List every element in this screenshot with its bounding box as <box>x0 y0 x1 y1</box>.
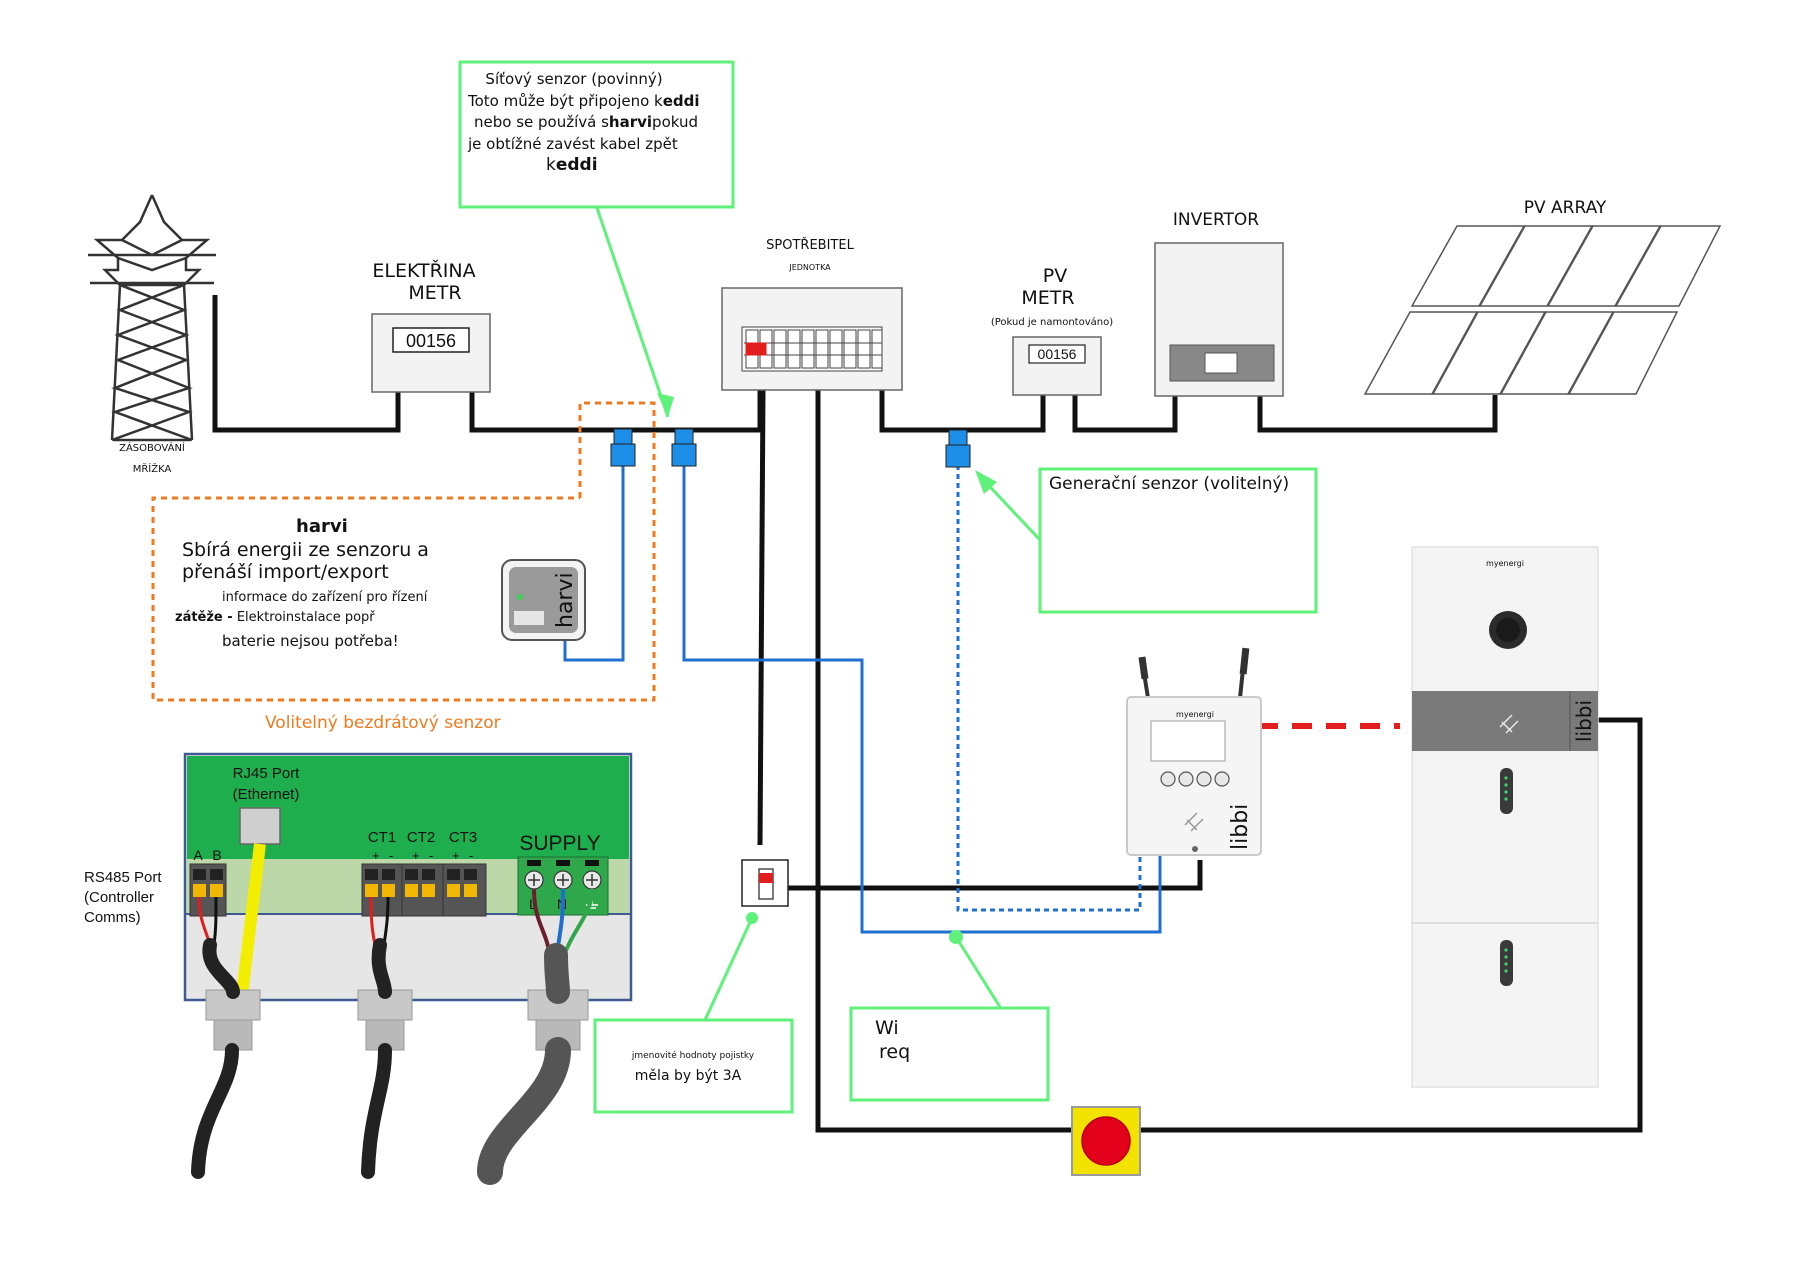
harvi-line5: baterie nejsou potřeba! <box>222 632 399 650</box>
harvi-caption: Volitelný bezdrátový senzor <box>265 713 501 733</box>
rs485-label: RS485 Port <box>84 869 162 886</box>
inverter-title: INVERTOR <box>1173 210 1259 230</box>
inverter-display <box>1204 352 1238 374</box>
ct3-minus: - <box>469 848 473 863</box>
harvi-ct-sensor <box>610 428 636 467</box>
grid-sensor-line4: je obtížné zavést kabel zpět <box>467 135 678 153</box>
rs485-b-label: B <box>212 847 221 863</box>
harvi-dashed-region <box>151 401 656 702</box>
sensor-wiring <box>563 462 1162 934</box>
main-cable <box>212 295 1643 1133</box>
pv-meter-reading: 00156 <box>1038 346 1077 362</box>
ct3-label: CT3 <box>449 829 477 846</box>
ct2-label: CT2 <box>407 829 435 846</box>
grid-ct-sensor <box>671 428 697 467</box>
fuse-callout: jmenovité hodnoty pojistky měla by být 3… <box>593 912 794 1114</box>
wifi-note-line2: req <box>879 1041 910 1063</box>
grid-sensor-line1: Síťový senzor (povinný) <box>485 70 662 88</box>
rj45-label-2: (Ethernet) <box>233 786 300 803</box>
ct1-label: CT1 <box>368 829 396 846</box>
emergency-stop-button <box>1071 1106 1141 1176</box>
supply-label: SUPPLY <box>519 832 600 855</box>
electricity-meter-title-2: METR <box>408 282 461 304</box>
harvi-line4: zátěže - Elektroinstalace popř <box>175 610 375 625</box>
grid-sensor-line2: Toto může být připojeno keddi <box>467 92 700 110</box>
hub-logo-icon <box>1184 812 1204 832</box>
fuse-note-line2: měla by být 3A <box>635 1068 742 1084</box>
hub-brand: myenergi <box>1176 710 1214 719</box>
harvi-device-label: harvi <box>553 572 578 628</box>
ct3-plus: + <box>452 848 460 863</box>
harvi-device: harvi <box>501 559 586 641</box>
harvi-line1: Sbírá energii ze senzoru a <box>182 539 429 561</box>
grid-sensor-line5: keddi <box>546 155 598 175</box>
generation-sensor-callout: Generační senzor (volitelný) <box>975 467 1318 614</box>
electricity-meter-reading: 00156 <box>406 331 456 351</box>
battery-name: libbi <box>1572 700 1596 742</box>
controller-cables <box>191 938 571 1185</box>
generation-ct-sensor <box>945 429 971 468</box>
harvi-line3: informace do zařízení pro řízení <box>222 590 428 605</box>
ct1-plus: + <box>372 848 380 863</box>
grid-supply-label-2: MŘÍŽKA <box>133 462 172 475</box>
battery-brand: myenergi <box>1486 559 1524 568</box>
wifi-callout: Wi req <box>849 930 1050 1102</box>
consumer-unit-breakers <box>741 326 883 372</box>
electricity-meter-title: ELEKTŘINA <box>372 259 475 282</box>
cable-glands <box>205 989 589 1051</box>
pv-meter-display <box>1028 344 1086 364</box>
rs485-a-label: A <box>193 847 203 863</box>
consumer-unit-title: SPOTŘEBITEL <box>766 237 854 253</box>
pv-array <box>1363 225 1722 395</box>
consumer-unit-title-2: JEDNOTKA <box>788 263 831 272</box>
battery-logo-icon <box>1499 714 1519 734</box>
electricity-meter <box>371 313 491 393</box>
harvi-line2: přenáší import/export <box>182 561 389 583</box>
pv-array-title: PV ARRAY <box>1524 198 1607 218</box>
pv-meter-title: PV <box>1043 265 1067 287</box>
libbi-hub: myenergi libbi <box>1126 647 1262 856</box>
electricity-meter-display <box>392 327 470 353</box>
ct2-minus: - <box>429 848 433 863</box>
hub-name: libbi <box>1228 804 1253 850</box>
wifi-note-line1: Wi <box>875 1017 899 1039</box>
generation-sensor-wiring <box>956 465 1142 912</box>
grid-sensor-line3: nebo se používá sharvipokud <box>474 113 698 131</box>
pylon-icon <box>88 194 216 442</box>
generation-sensor-text: Generační senzor (volitelný) <box>1049 474 1289 494</box>
ct1-minus: - <box>389 848 393 863</box>
ct2-plus: + <box>412 848 420 863</box>
rs485-label-3: Comms) <box>84 909 141 926</box>
grid-supply-label: ZÁSOBOVÁNÍ <box>119 441 185 454</box>
harvi-title: harvi <box>296 516 348 537</box>
terminal-board: RJ45 Port (Ethernet) A B RS485 Port (Con… <box>84 752 633 1002</box>
rs485-label-2: (Controller <box>84 889 154 906</box>
rj45-label: RJ45 Port <box>233 765 301 782</box>
pv-meter-title-2: METR <box>1021 287 1074 309</box>
grid-sensor-callout: Síťový senzor (povinný) Toto může být př… <box>458 60 735 418</box>
libbi-battery: myenergi libbi <box>1411 546 1599 1088</box>
pv-meter-note: (Pokud je namontováno) <box>991 316 1113 328</box>
rj45-port <box>239 807 281 845</box>
fuse-note-line1: jmenovité hodnoty pojistky <box>631 1050 755 1061</box>
fuse-isolator <box>741 859 789 907</box>
